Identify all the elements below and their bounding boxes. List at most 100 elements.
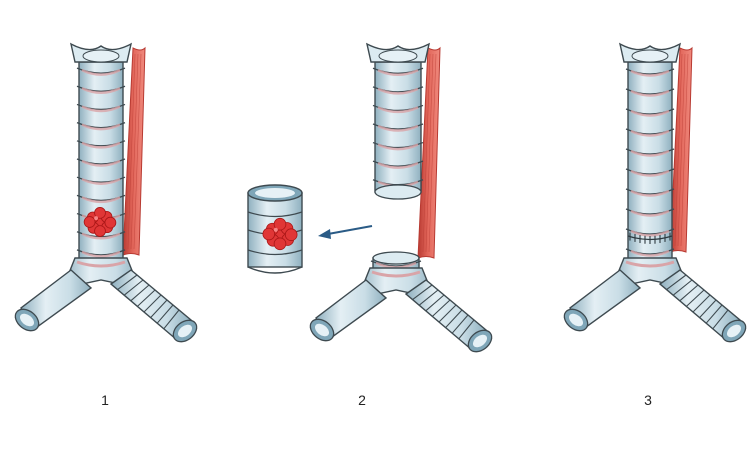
- p3-muscle-fiber: [674, 53, 683, 247]
- p1-tumor-mass-icon: [83, 207, 117, 237]
- p2-upper-ring: [372, 123, 424, 130]
- p2-bronchus-ring: [418, 289, 439, 306]
- p2-tumor-mass-icon: [262, 217, 298, 251]
- p2-muscle-fiber: [422, 53, 431, 253]
- p1-ring-band: [81, 68, 121, 76]
- p3-bronchus-ring: [679, 284, 699, 302]
- p2-bronchus-ring: [438, 304, 457, 323]
- p1-tumor-lobule: [94, 225, 106, 237]
- p1-bronchus-ring: [117, 274, 138, 291]
- p1-ring-band: [81, 105, 121, 113]
- p2-muscle-fiber: [425, 53, 434, 253]
- p1-tumor-highlight: [94, 216, 99, 221]
- resected-segment-ring: [247, 249, 303, 256]
- p1-tumor-lobule: [104, 216, 117, 229]
- p2-bronchus-ring: [432, 299, 451, 317]
- p1-bronchus-ring: [137, 289, 156, 307]
- p3-ring: [625, 208, 675, 215]
- p2-crown-lumen: [378, 49, 418, 63]
- p1-ring: [76, 249, 126, 256]
- resection-arrow-icon: [318, 225, 373, 239]
- p3-ring: [625, 108, 675, 115]
- p1-ring: [76, 140, 126, 147]
- p1-ring-band: [81, 141, 121, 149]
- step-1-label: 1: [101, 392, 109, 408]
- p3-ring-band: [630, 229, 670, 237]
- p3-ring-band: [630, 209, 670, 217]
- p1-ring-band: [81, 123, 121, 131]
- p2-carina-band: [371, 270, 421, 278]
- p1-bronchus-ring: [156, 304, 174, 324]
- p3-ring-band: [630, 249, 670, 257]
- p3-ring-band: [630, 189, 670, 197]
- p1-ring: [76, 158, 126, 165]
- p1-muscle-fiber: [133, 53, 142, 250]
- p2-bronchus-ring: [412, 284, 433, 301]
- p2-upper-ring: [372, 141, 424, 149]
- p3-crown-lumen: [631, 49, 669, 63]
- p1-muscle-fiber: [130, 53, 139, 250]
- p2-upper-cut-end: [374, 184, 422, 200]
- resected-segment-bottom-edge: [247, 266, 303, 274]
- p3-bronchus-ring: [672, 279, 693, 296]
- p1-left-lumen-inner: [19, 313, 35, 327]
- p3-ring-band: [630, 169, 670, 177]
- p1-ring: [76, 67, 126, 74]
- p1-ring-band: [81, 232, 121, 240]
- p1-bronchus-ring: [143, 294, 162, 313]
- p3-ring-band: [630, 69, 670, 77]
- resection-arrow-head: [318, 229, 331, 239]
- p2-upper-ring: [372, 67, 424, 74]
- p3-bronchus-ring: [686, 289, 705, 307]
- p2-tumor-lobule: [284, 228, 298, 241]
- p1-ring: [76, 122, 126, 129]
- p1-muscle-fiber: [127, 53, 136, 250]
- p3-bronchus-ring: [705, 304, 723, 324]
- p2-tumor-lobule: [273, 217, 287, 231]
- p3-ring: [625, 128, 675, 135]
- p3-ring: [625, 168, 675, 175]
- p3-ring: [625, 68, 675, 75]
- p1-ring: [76, 194, 126, 202]
- p1-ring: [76, 103, 126, 111]
- p1-bronchus-ring: [130, 284, 150, 302]
- resection-arrow-shaft: [327, 225, 373, 235]
- p1-bronchus-ring: [163, 309, 180, 330]
- p1-carina-band: [76, 260, 126, 268]
- p1-right-lumen-inner: [177, 324, 193, 338]
- p2-upper-ring: [372, 104, 424, 112]
- p1-ring-band: [81, 87, 121, 95]
- p3-ring-band: [630, 109, 670, 117]
- resected-segment-top-lumen-inner: [255, 188, 295, 198]
- p3-ring: [625, 228, 675, 235]
- p2-upper-ring-band: [377, 161, 419, 169]
- p2-bronchus-ring: [445, 309, 463, 328]
- panel-3-anastomosis: [563, 42, 747, 343]
- p1-bronchus-ring: [150, 299, 168, 318]
- p3-bronchus-ring: [666, 274, 687, 291]
- p2-upper-ring-band: [377, 124, 419, 132]
- p1-ring-band: [81, 196, 121, 204]
- p2-bronchus-ring: [458, 319, 475, 340]
- resected-segment: [247, 184, 303, 274]
- p3-right-lumen-inner: [726, 324, 742, 338]
- p2-tumor-lobule: [262, 227, 276, 241]
- p3-ring-band: [630, 149, 670, 157]
- p3-carina-band: [625, 260, 675, 268]
- panel-1-trachea-with-tumor: [14, 42, 198, 343]
- p3-bronchus-ring: [712, 309, 729, 330]
- p2-right-lumen-inner: [472, 334, 488, 348]
- p2-upper-ring: [372, 160, 424, 167]
- p2-upper-ring-band: [377, 87, 419, 95]
- p1-bronchus-ring: [123, 279, 144, 296]
- step-2-label: 2: [358, 392, 366, 408]
- p2-upper-ring-band: [377, 69, 419, 77]
- p2-tumor-highlight: [273, 227, 278, 232]
- p1-tumor-lobule: [83, 216, 96, 228]
- p1-ring-band: [81, 250, 121, 258]
- p3-muscle-fiber: [680, 53, 689, 247]
- p2-left-lumen-inner: [314, 323, 330, 337]
- p1-crown-lumen: [82, 49, 120, 63]
